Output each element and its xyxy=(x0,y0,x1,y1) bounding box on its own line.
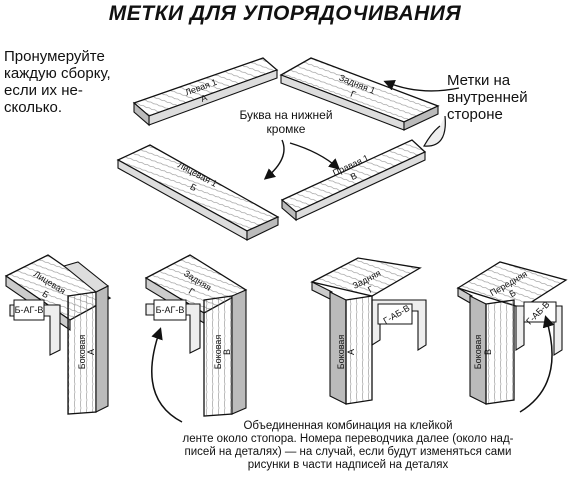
board-right: Правая 1 В xyxy=(280,139,427,222)
note-line: сколько. xyxy=(4,99,63,116)
note-line: стороне xyxy=(447,106,503,123)
board-back: Задняя 1 Г xyxy=(279,57,440,131)
arrow-to-front-edge xyxy=(263,139,285,180)
caption-line: писей на деталях) — на случай, если буду… xyxy=(184,446,512,458)
assembly-3: Задняя Г Г-АБ-В Боковая А xyxy=(310,257,427,405)
arrow-curl xyxy=(423,115,446,147)
note-line: Метки на xyxy=(447,72,511,89)
caption-line: ленте около стопора. Номера переводчика … xyxy=(182,433,514,445)
assembly-4-side-letter: В xyxy=(483,349,493,355)
note-line: если их не- xyxy=(4,82,83,99)
board-left: Левая 1 А xyxy=(132,57,279,127)
note-inner-marks: Метки на внутренней стороне xyxy=(447,72,528,123)
arrow-to-assembly-4-tape xyxy=(519,315,555,413)
arrow-to-right-edge xyxy=(289,142,341,170)
board-left-letter: А xyxy=(199,92,208,103)
board-right-letter: В xyxy=(349,170,359,182)
assembly-1: Лицевая Б Б-АГ-В Боковая А xyxy=(4,254,112,415)
assembly-4: Передняя Б Г-АБ-В Боковая В xyxy=(456,261,568,405)
diagram-title: МЕТКИ ДЛЯ УПОРЯДОЧИВАНИЯ xyxy=(108,2,462,25)
note-bottom-edge-letter: Буква на нижней кромке xyxy=(231,108,341,136)
assembly-2-side-letter: В xyxy=(222,349,232,355)
arrow-to-back-inner xyxy=(383,80,460,92)
note-line: кромке xyxy=(266,122,306,136)
note-number-assemblies: Пронумеруйте каждую сборку, если их не- … xyxy=(4,48,111,116)
assembly-2-side-label: Боковая xyxy=(213,335,223,370)
assembly-3-side-label: Боковая xyxy=(336,335,346,370)
note-line: внутренней xyxy=(447,89,528,106)
assembly-4-top-letter: Б xyxy=(507,288,517,300)
assembly-4-side-label: Боковая xyxy=(473,335,483,370)
assembly-3-side-letter: А xyxy=(346,349,356,355)
arrow-to-assembly-2-tape xyxy=(151,327,183,423)
note-line: каждую сборку, xyxy=(4,65,111,82)
assembly-3-top-letter: Г xyxy=(366,284,375,295)
assembly-2-top-letter: Г xyxy=(187,286,197,297)
assembly-1-top-letter: Б xyxy=(40,289,50,301)
note-line: Пронумеруйте xyxy=(4,48,105,65)
assembly-2-tape: Б-АГ-В xyxy=(156,305,185,315)
board-front: Лицевая 1 Б xyxy=(116,144,280,241)
assembly-1-tape: Б-АГ-В xyxy=(15,305,44,315)
caption-line: рисунки в части надписей на деталях xyxy=(247,459,449,471)
assembly-1-side-label: Боковая xyxy=(77,335,87,370)
board-back-letter: Г xyxy=(349,89,357,100)
assembly-1-side-letter: А xyxy=(86,349,96,355)
assembly-2: Задняя Г Б-АГ-В Боковая В xyxy=(144,254,248,417)
board-front-letter: Б xyxy=(188,182,198,194)
caption: Объединенная комбинация на клейкой ленте… xyxy=(178,420,518,472)
note-line: Буква на нижней xyxy=(239,108,333,122)
caption-line: Объединенная комбинация на клейкой xyxy=(243,420,453,432)
